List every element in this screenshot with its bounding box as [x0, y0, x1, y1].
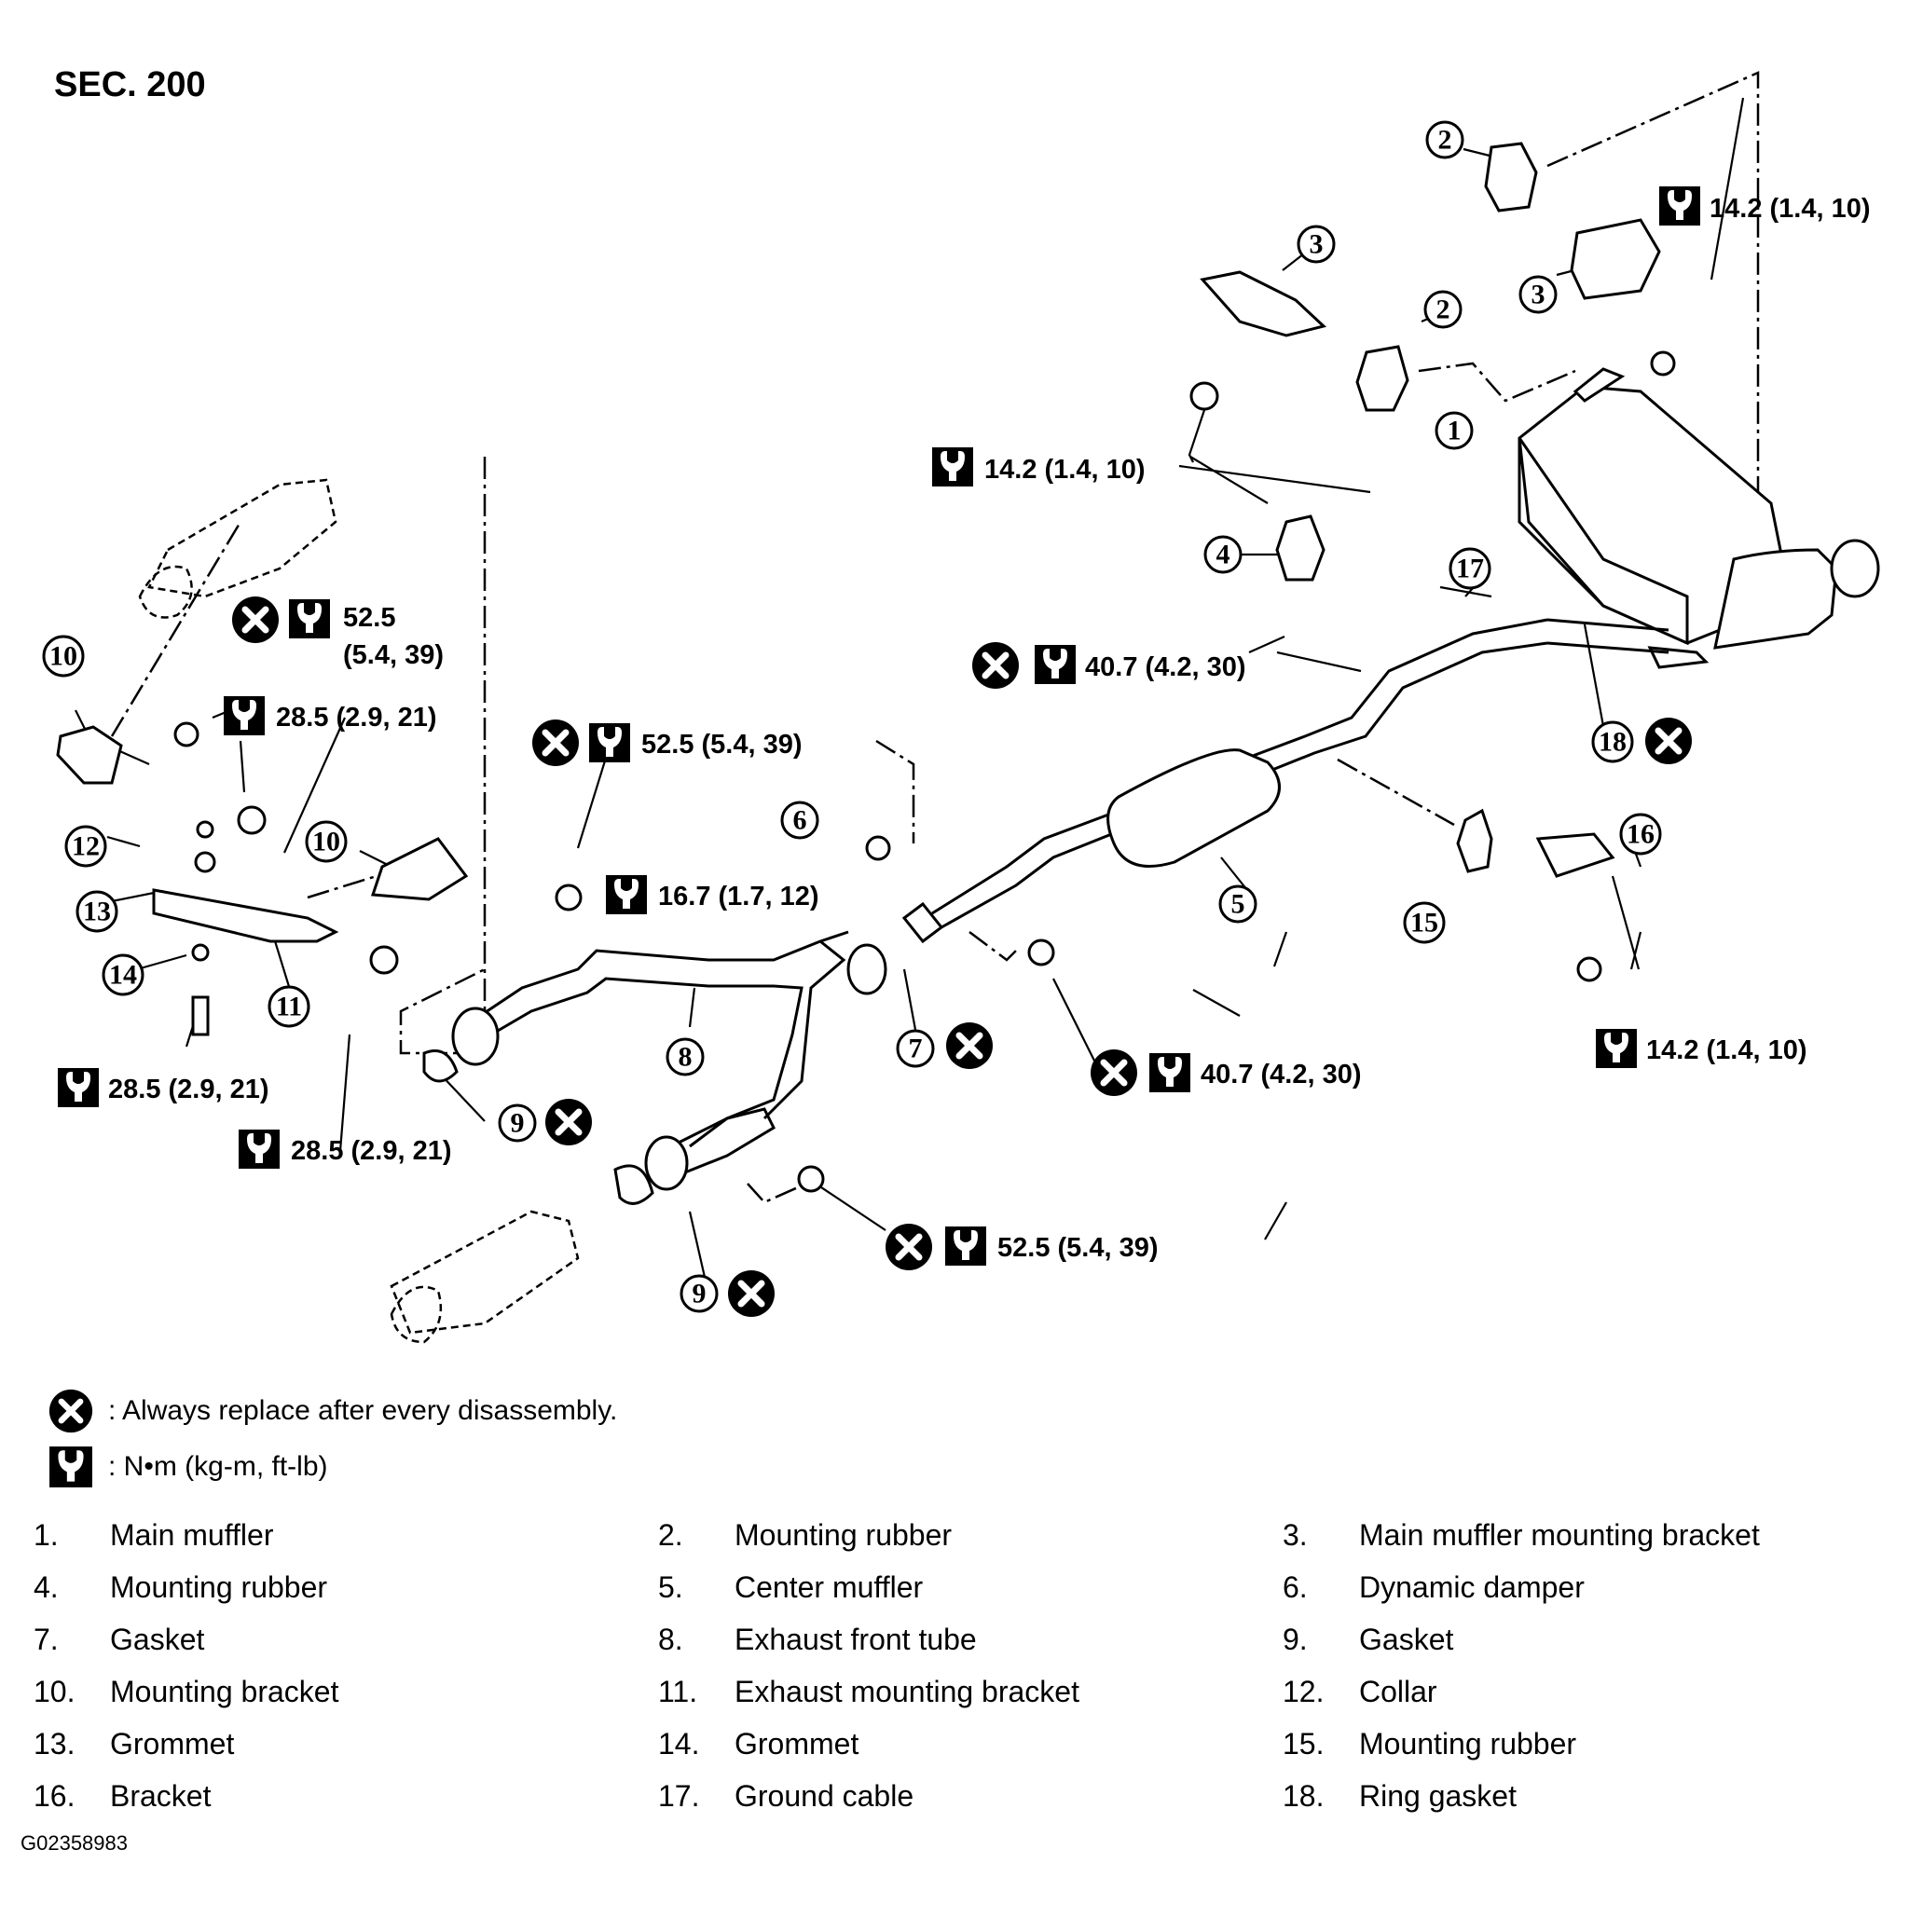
callout-8: 8 — [679, 1042, 693, 1073]
replace-icon — [886, 1224, 932, 1270]
torque-label: 28.5 (2.9, 21) — [291, 1136, 452, 1166]
torque-labels: 14.2 (1.4, 10) 14.2 (1.4, 10) 14.2 (1.4,… — [108, 194, 1871, 1263]
callout-9: 9 — [693, 1279, 707, 1309]
part-item: 1.Main muffler — [34, 1517, 274, 1552]
part-item: 12.Collar — [1283, 1674, 1437, 1708]
part-item: 2.Mounting rubber — [658, 1517, 953, 1552]
section-title: SEC. 200 — [54, 65, 206, 104]
torque-label: 40.7 (4.2, 30) — [1201, 1060, 1362, 1089]
part-item: 15.Mounting rubber — [1283, 1726, 1577, 1761]
wrench-icon — [289, 599, 330, 638]
manifold-dashed-drawing — [138, 478, 580, 1344]
callout-9: 9 — [511, 1108, 525, 1139]
callout-11: 11 — [276, 992, 302, 1022]
callout-2: 2 — [1436, 295, 1450, 325]
wrench-icon — [1149, 1053, 1190, 1092]
part-item: 18.Ring gasket — [1283, 1778, 1517, 1813]
part-item: 6.Dynamic damper — [1283, 1569, 1585, 1604]
part-item: 8.Exhaust front tube — [658, 1622, 977, 1656]
callout-14: 14 — [109, 960, 137, 991]
torque-label: 28.5 (2.9, 21) — [108, 1075, 269, 1104]
replace-icon — [232, 596, 279, 643]
torque-label: (5.4, 39) — [343, 640, 444, 670]
callouts: 1 2 2 3 3 4 5 6 7 8 9 9 10 10 11 12 13 1… — [42, 120, 1662, 1313]
replace-icon — [1091, 1049, 1137, 1096]
torque-label: 14.2 (1.4, 10) — [1646, 1035, 1807, 1065]
wrench-icon — [1035, 645, 1076, 684]
leader-lines — [75, 97, 1745, 1295]
callout-10: 10 — [49, 641, 77, 672]
part-item: 5.Center muffler — [658, 1569, 924, 1604]
callout-10: 10 — [312, 827, 340, 857]
part-item: 17.Ground cable — [658, 1778, 914, 1813]
callout-13: 13 — [83, 897, 111, 927]
wrench-icon — [239, 1130, 280, 1169]
wrench-icon — [1596, 1029, 1637, 1068]
torque-label: 52.5 (5.4, 39) — [641, 730, 803, 760]
callout-17: 17 — [1456, 554, 1484, 584]
part-item: 13.Grommet — [34, 1726, 235, 1761]
wrench-icon — [224, 696, 265, 735]
callout-12: 12 — [72, 831, 100, 862]
wrench-icon — [58, 1068, 99, 1107]
part-item: 7.Gasket — [34, 1622, 205, 1656]
replace-icon — [545, 1099, 592, 1145]
exhaust-diagram: 14.2 (1.4, 10) 14.2 (1.4, 10) 14.2 (1.4,… — [42, 71, 1880, 1344]
callout-5: 5 — [1231, 889, 1245, 920]
replace-icon — [946, 1022, 993, 1069]
callout-2: 2 — [1438, 125, 1452, 156]
legend-replace: : Always replace after every disassembly… — [47, 1389, 617, 1433]
torque-label: 28.5 (2.9, 21) — [276, 703, 437, 733]
replace-icon — [728, 1270, 775, 1317]
callout-16: 16 — [1627, 819, 1655, 850]
callout-4: 4 — [1216, 540, 1230, 570]
torque-label: 14.2 (1.4, 10) — [1710, 194, 1871, 224]
torque-label: 16.7 (1.7, 12) — [658, 882, 819, 911]
main-muffler-drawing — [1518, 367, 1880, 669]
wrench-icon — [606, 875, 647, 914]
reference-lines — [110, 71, 1760, 1204]
front-tube-drawing — [422, 930, 887, 1205]
callout-7: 7 — [909, 1034, 923, 1064]
callout-1: 1 — [1448, 416, 1462, 446]
part-item: 11.Exhaust mounting bracket — [658, 1674, 1079, 1708]
wrench-icon — [49, 1446, 92, 1487]
callout-3: 3 — [1310, 229, 1324, 260]
wrench-icon — [932, 447, 973, 486]
legend-replace-text: : Always replace after every disassembly… — [108, 1395, 618, 1426]
wrench-icon — [589, 723, 630, 762]
replace-icon — [532, 719, 579, 766]
torque-label: 14.2 (1.4, 10) — [984, 455, 1146, 485]
part-item: 9.Gasket — [1283, 1622, 1454, 1656]
wrench-icon — [1659, 186, 1700, 226]
replace-icon — [972, 642, 1019, 689]
top-brackets-drawing — [1200, 142, 1661, 878]
callout-15: 15 — [1410, 908, 1438, 939]
replace-symbols — [232, 596, 1692, 1317]
figure-id: G02358983 — [21, 1831, 128, 1855]
torque-label: 52.5 (5.4, 39) — [997, 1233, 1159, 1263]
wrench-icon — [945, 1226, 986, 1266]
part-item: 16.Bracket — [34, 1778, 212, 1813]
parts-list: 1.Main muffler 2.Mounting rubber 3.Main … — [34, 1517, 1889, 1814]
callout-6: 6 — [793, 805, 807, 836]
part-item: 10.Mounting bracket — [34, 1674, 339, 1708]
part-item: 4.Mounting rubber — [34, 1569, 328, 1604]
left-bracket-drawing — [56, 350, 1676, 1193]
part-item: 14.Grommet — [658, 1726, 859, 1761]
part-item: 3.Main muffler mounting bracket — [1283, 1517, 1760, 1552]
legend-torque: : N•m (kg-m, ft-lb) — [47, 1445, 328, 1489]
callout-3: 3 — [1532, 280, 1545, 310]
callout-18: 18 — [1599, 727, 1627, 758]
replace-icon — [47, 1389, 95, 1433]
exhaust-pipe-drawing — [901, 618, 1669, 944]
replace-icon — [1645, 718, 1692, 764]
torque-label: 40.7 (4.2, 30) — [1085, 652, 1246, 682]
legend-torque-text: : N•m (kg-m, ft-lb) — [108, 1451, 328, 1482]
torque-label: 52.5 — [343, 603, 395, 633]
